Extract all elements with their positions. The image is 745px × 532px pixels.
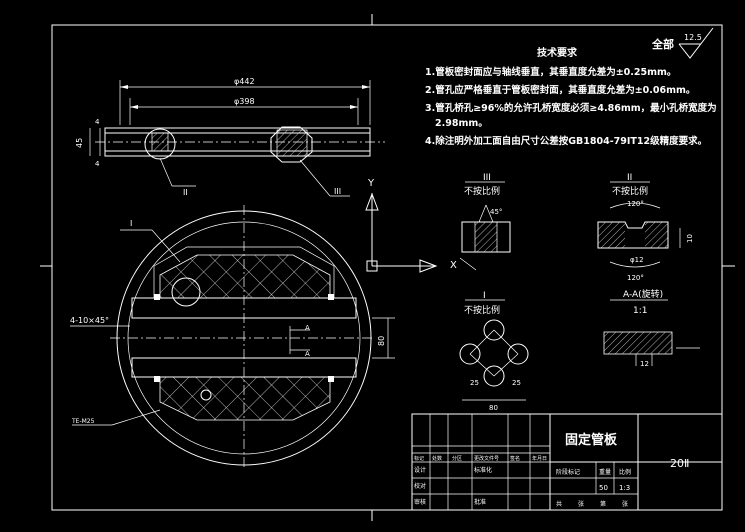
detail-ii-angle-bottom: 120° bbox=[627, 274, 644, 282]
detail-iii-angle: 45° bbox=[490, 208, 502, 216]
drawing-frame bbox=[40, 14, 735, 521]
section-aa: A-A(旋转) 1:1 12 bbox=[603, 288, 700, 368]
detail-ii-dia: φ12 bbox=[630, 256, 644, 264]
dim-h-bottom: 4 bbox=[95, 160, 100, 168]
section-a-bottom: A bbox=[305, 350, 310, 358]
tb-scale: 1:3 bbox=[619, 484, 630, 492]
tb-h1-5: 年月日 bbox=[532, 455, 547, 462]
drawing-number: 20Ⅱ bbox=[670, 457, 689, 470]
chamfer-label: 4-10×45° bbox=[70, 316, 109, 325]
tech-item-2: 2.管孔应严格垂直于管板密封面，其垂直度允差为±0.06mm。 bbox=[425, 84, 695, 96]
tb-h1-4: 签名 bbox=[510, 455, 520, 462]
large-hole bbox=[171, 277, 201, 307]
detail-i: I 不按比例 25 25 80 bbox=[459, 291, 529, 412]
side-view: φ442 φ398 45 4 4 II III bbox=[75, 77, 385, 197]
thread-note: TE-M25 bbox=[71, 418, 95, 425]
hole-right bbox=[507, 343, 529, 365]
tb-rh-0: 阶段标记 bbox=[556, 468, 580, 476]
tb-h4-0: 审核 bbox=[414, 498, 426, 506]
section-a-top: A bbox=[305, 324, 310, 332]
detail-ii: II 不按比例 120° 120° φ12 10 bbox=[597, 173, 694, 282]
tb-h5-1: 批准 bbox=[474, 498, 486, 506]
tech-item-3b: 2.98mm。 bbox=[435, 118, 488, 129]
axis-x-label: X bbox=[450, 260, 457, 271]
dim-80: 80 bbox=[377, 336, 386, 346]
tb-h2-0: 设计 bbox=[414, 466, 426, 474]
tube-field-bottom bbox=[159, 376, 331, 421]
tb-h1-1: 处数 bbox=[432, 455, 442, 462]
tube-field-top bbox=[159, 254, 331, 299]
dim-h-top: 4 bbox=[95, 118, 100, 126]
axis-indicator: Y bbox=[365, 178, 438, 273]
detail-ii-dim: 10 bbox=[686, 234, 694, 243]
detail-ii-label: II bbox=[627, 173, 632, 183]
detail-i-a2: 25 bbox=[512, 379, 521, 387]
detail-i-scale: 不按比例 bbox=[464, 304, 500, 316]
label-i: I bbox=[130, 219, 132, 228]
detail-ii-angle-top: 120° bbox=[627, 200, 644, 208]
detail-iii-scale: 不按比例 bbox=[464, 185, 500, 197]
small-hole bbox=[200, 389, 212, 401]
section-aa-scale: 1:1 bbox=[633, 306, 647, 316]
detail-i-base: 80 bbox=[489, 404, 498, 412]
tb-h1-0: 标记 bbox=[414, 455, 424, 462]
roughness-check-icon bbox=[678, 27, 714, 59]
tb-rh-2: 比例 bbox=[619, 468, 631, 476]
tb-h1-3: 更改文件号 bbox=[474, 455, 499, 462]
hole-top bbox=[483, 319, 505, 341]
detail-i-label: I bbox=[483, 291, 486, 301]
label-ii: II bbox=[183, 188, 188, 197]
dim-inner-dia: φ398 bbox=[234, 97, 255, 106]
tb-h1-2: 分区 bbox=[452, 455, 462, 462]
border bbox=[51, 24, 723, 511]
label-iii: III bbox=[334, 187, 341, 196]
tb-br-3: 张 bbox=[622, 500, 628, 508]
tech-item-4: 4.除注明外加工面自由尺寸公差按GB1804-79IT12级精度要求。 bbox=[425, 135, 707, 147]
dim-outer-dia: φ442 bbox=[234, 77, 255, 86]
tb-h2-1: 标准化 bbox=[474, 466, 492, 474]
tb-quantity: 50 bbox=[599, 484, 608, 492]
hole-ii bbox=[144, 128, 176, 160]
dim-height: 45 bbox=[75, 138, 84, 148]
hole-bottom bbox=[483, 365, 505, 387]
tech-requirements: 技术要求 1.管板密封面应与轴线垂直，其垂直度允差为±0.25mm。 2.管孔应… bbox=[425, 46, 717, 147]
roughness-symbol: 全部 12.5 bbox=[651, 27, 714, 59]
plan-view: I 4-10×45° A A 80 TE-M25 bbox=[70, 205, 395, 470]
origin-box bbox=[366, 260, 378, 272]
bottom-lane bbox=[131, 357, 357, 378]
roughness-label: 全部 bbox=[651, 37, 674, 51]
section-aa-label: A-A(旋转) bbox=[623, 288, 663, 300]
tb-br-1: 张 bbox=[578, 500, 584, 508]
tech-item-3: 3.管孔桥孔≥96%的允许孔桥宽度必须≥4.86mm，最小孔桥宽度为 bbox=[425, 102, 717, 114]
tb-br-0: 共 bbox=[556, 500, 562, 508]
part-name: 固定管板 bbox=[565, 432, 618, 448]
tech-title: 技术要求 bbox=[537, 46, 578, 59]
axis-y-label: Y bbox=[367, 178, 375, 189]
detail-i-a1: 25 bbox=[470, 379, 479, 387]
tb-rh-1: 重量 bbox=[599, 468, 611, 476]
arrow-up-icon bbox=[365, 192, 379, 211]
detail-iii: III 不按比例 45° X bbox=[450, 173, 511, 271]
tech-item-1: 1.管板密封面应与轴线垂直，其垂直度允差为±0.25mm。 bbox=[425, 66, 676, 78]
tb-br-2: 第 bbox=[600, 500, 606, 508]
title-block: 固定管板 20Ⅱ 标记 处数 分区 更改文件号 签名 年月日 设计 标准化 校对… bbox=[411, 413, 723, 511]
detail-iii-label: III bbox=[483, 173, 491, 183]
section-aa-body bbox=[603, 331, 673, 355]
hole-left bbox=[459, 343, 481, 365]
section-aa-dim: 12 bbox=[640, 360, 649, 368]
roughness-value: 12.5 bbox=[684, 33, 702, 42]
detail-ii-scale: 不按比例 bbox=[612, 185, 648, 197]
arrow-right-icon bbox=[419, 259, 438, 273]
tb-h3-0: 校对 bbox=[414, 482, 426, 490]
